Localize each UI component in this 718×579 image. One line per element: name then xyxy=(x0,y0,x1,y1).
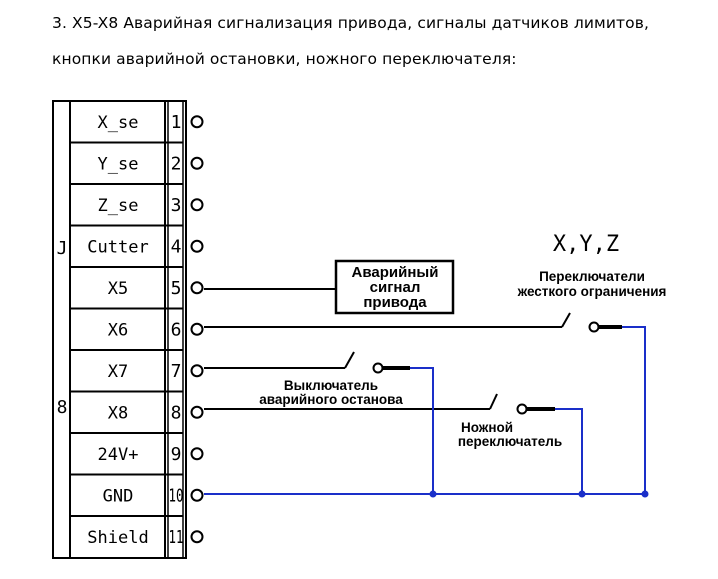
pin-label: X6 xyxy=(108,320,128,340)
pin-terminal xyxy=(190,364,204,378)
pin-number: 6 xyxy=(171,319,182,340)
pin-label: X5 xyxy=(108,279,128,299)
pin-label: Y_se xyxy=(98,154,139,174)
pin-number: 4 xyxy=(171,236,182,257)
pin-terminal xyxy=(190,405,204,419)
pin-label: X7 xyxy=(108,362,128,382)
estop-label-2: аварийного останова xyxy=(259,392,403,407)
pin-label: 24V+ xyxy=(98,445,139,465)
pin-terminal xyxy=(190,156,204,170)
pin-terminal xyxy=(190,281,204,295)
connector-block xyxy=(52,100,187,559)
pin-number: 3 xyxy=(171,195,182,216)
ground-wires xyxy=(204,326,646,495)
drive-alarm-label-3: привода xyxy=(363,294,427,311)
pin-number: 9 xyxy=(171,444,182,465)
estop-label-1: Выключатель xyxy=(284,378,378,393)
pin-number: 10 xyxy=(169,485,184,506)
pin-number: 11 xyxy=(169,527,184,548)
hard-limit-label-1: Переключатели xyxy=(539,269,645,284)
junction-dot xyxy=(429,490,437,498)
pin-label: Shield xyxy=(87,528,148,548)
drive-alarm-label-1: Аварийный xyxy=(352,264,439,281)
pin-label: Cutter xyxy=(87,237,148,257)
pin-terminal xyxy=(190,239,204,253)
pin-terminal xyxy=(190,530,204,544)
connector-side-label-top: J xyxy=(57,238,68,259)
pin-terminal xyxy=(190,115,204,129)
foot-switch xyxy=(204,393,555,415)
drive-alarm-box xyxy=(334,259,455,315)
pin-terminal xyxy=(190,447,204,461)
pin-number: 7 xyxy=(171,361,182,382)
hard-limit-switch xyxy=(204,312,622,333)
pin-number: 5 xyxy=(171,278,182,299)
pin-number: 8 xyxy=(171,402,182,423)
junction-dot xyxy=(641,490,649,498)
pin-label: X8 xyxy=(108,403,128,423)
foot-switch-label-1: Ножной xyxy=(461,420,513,435)
pin-number: 2 xyxy=(171,153,182,174)
heading-line-1: 3. X5-X8 Аварийная сигнализация привода,… xyxy=(52,14,649,32)
xyz-label: X,Y,Z xyxy=(553,232,619,257)
pin-label: X_se xyxy=(98,113,139,133)
heading-line-2: кнопки аварийной остановки, ножного пере… xyxy=(52,50,517,68)
drive-alarm-label-2: сигнал xyxy=(370,279,421,296)
connector-side-label-bottom: 8 xyxy=(57,397,68,418)
junction-dot xyxy=(578,490,586,498)
estop-switch xyxy=(204,351,410,374)
pin-label: Z_se xyxy=(98,196,139,216)
pin-terminal xyxy=(190,488,204,502)
pin-label: GND xyxy=(103,486,134,506)
pin-terminal xyxy=(190,322,204,336)
ground-junctions xyxy=(429,490,649,498)
pin-number: 1 xyxy=(171,112,182,133)
hard-limit-label-2: жесткого ограничения xyxy=(517,284,667,299)
foot-switch-label-2: переключатель xyxy=(458,434,562,449)
pin-terminal xyxy=(190,198,204,212)
